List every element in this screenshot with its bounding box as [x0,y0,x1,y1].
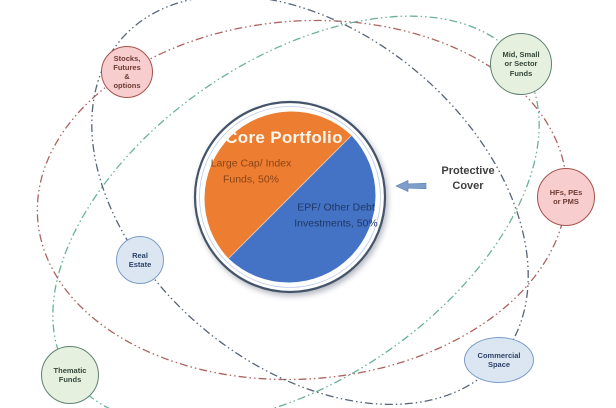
satellite-hfs-pes-pms: HFs, PEs or PMS [537,168,595,226]
satellite-label: Commercial Space [477,350,521,369]
satellite-mid-small-sector-funds: Mid, Small or Sector Funds [490,33,552,95]
slice-label-epf-other-debt: EPF/ Other Debt Investments, 50% [294,201,378,229]
pie-divider-line [228,135,352,259]
core-portfolio-title: Core Portfolio [225,128,343,147]
satellite-label: Real Estate [128,250,152,269]
satellite-stocks-futures-options: Stocks, Futures & options [101,46,153,98]
satellite-label: Thematic Funds [53,365,87,384]
slice-label-large-cap-index: Large Cap/ Index Funds, 50% [210,157,292,185]
satellite-label: Mid, Small or Sector Funds [502,50,540,78]
protective-cover-inner-ring [199,106,381,288]
satellite-label: HFs, PEs or PMS [549,187,583,206]
satellite-thematic-funds: Thematic Funds [41,346,99,404]
pie-slice-large-cap-index [204,111,352,259]
protective-cover-arrow-icon [395,180,427,192]
satellite-label: Stocks, Futures & options [113,53,141,91]
satellite-real-estate: Real Estate [116,236,164,284]
pie-slice-epf-other-debt [228,135,376,283]
protective-cover-label: Protective Cover [441,165,495,192]
satellite-commercial-space: Commercial Space [464,337,534,383]
